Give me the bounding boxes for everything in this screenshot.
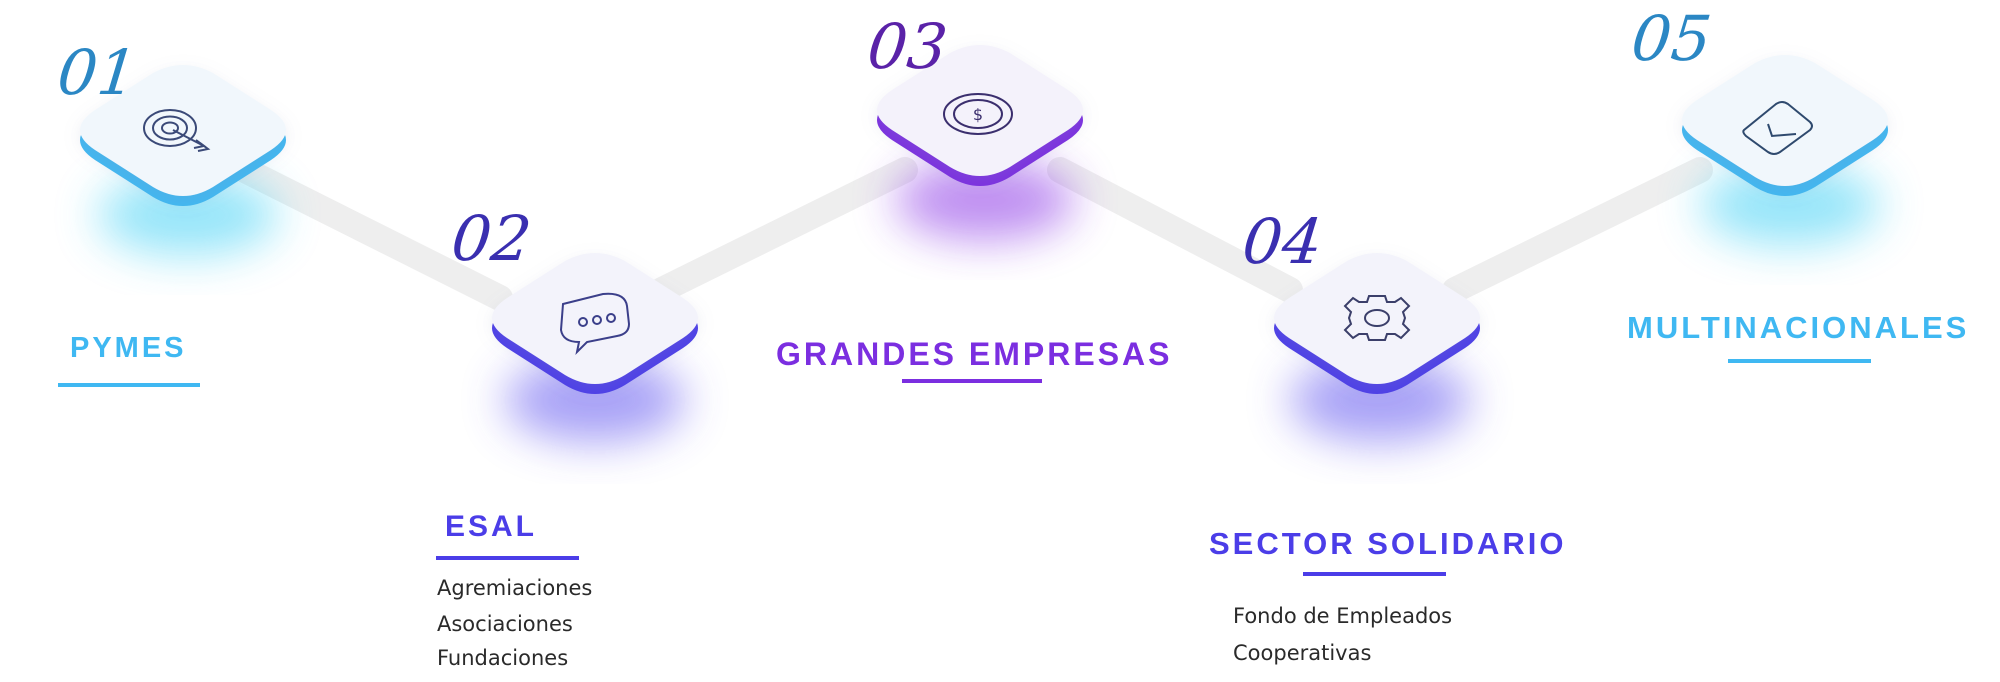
step-4-title: SECTOR SOLIDARIO (1209, 526, 1567, 561)
chat-bubble-icon (559, 292, 631, 356)
target-icon (143, 109, 211, 152)
card-4 (1274, 253, 1480, 394)
coin-icon: $ (943, 93, 1013, 135)
connector-1-2 (232, 157, 513, 311)
step-5-title: MULTINACIONALES (1627, 310, 1970, 345)
step-4-number: 04 (1239, 205, 1326, 278)
card-2 (492, 253, 698, 394)
card-4-face (1274, 253, 1480, 384)
glows (98, 160, 1880, 442)
step-5-number: 05 (1628, 2, 1715, 75)
card-3 (877, 45, 1083, 186)
step-1-title: PYMES (70, 332, 187, 364)
step-3-underline (902, 379, 1042, 383)
step-3-number: 03 (864, 10, 951, 83)
step-2-item-3: Fundaciones (437, 646, 569, 670)
card-3-face (877, 45, 1083, 176)
step-2-item-1: Agremiaciones (437, 576, 593, 600)
step-2-item-2: Asociaciones (437, 612, 573, 636)
card-1 (80, 65, 286, 206)
step-5-underline (1728, 359, 1871, 363)
card-5 (1682, 55, 1888, 196)
glow-1 (98, 175, 278, 255)
step-2-underline (436, 556, 579, 560)
step-4-underline (1303, 572, 1446, 576)
step-2-title: ESAL (445, 510, 538, 543)
glow-2 (505, 358, 685, 442)
connector-3-4 (1047, 157, 1303, 303)
connector-2-3 (649, 157, 918, 303)
document-check-icon (1742, 101, 1813, 155)
step-3-title: GRANDES EMPRESAS (776, 336, 1173, 372)
card-2-face (492, 253, 698, 384)
connectors (232, 157, 1713, 311)
glow-3 (895, 160, 1075, 240)
connector-4-5 (1442, 157, 1713, 303)
step-4-item-1: Fondo de Empleados (1233, 604, 1453, 628)
card-5-face (1682, 55, 1888, 186)
step-2-number: 02 (448, 202, 535, 275)
step-1-number: 01 (54, 36, 141, 109)
gear-icon (1343, 295, 1411, 341)
svg-text:$: $ (973, 105, 983, 124)
step-4-item-2: Cooperativas (1233, 641, 1372, 665)
step-1-underline (58, 383, 200, 387)
glow-4 (1290, 358, 1470, 442)
glow-5 (1700, 165, 1880, 245)
card-1-face (80, 65, 286, 196)
